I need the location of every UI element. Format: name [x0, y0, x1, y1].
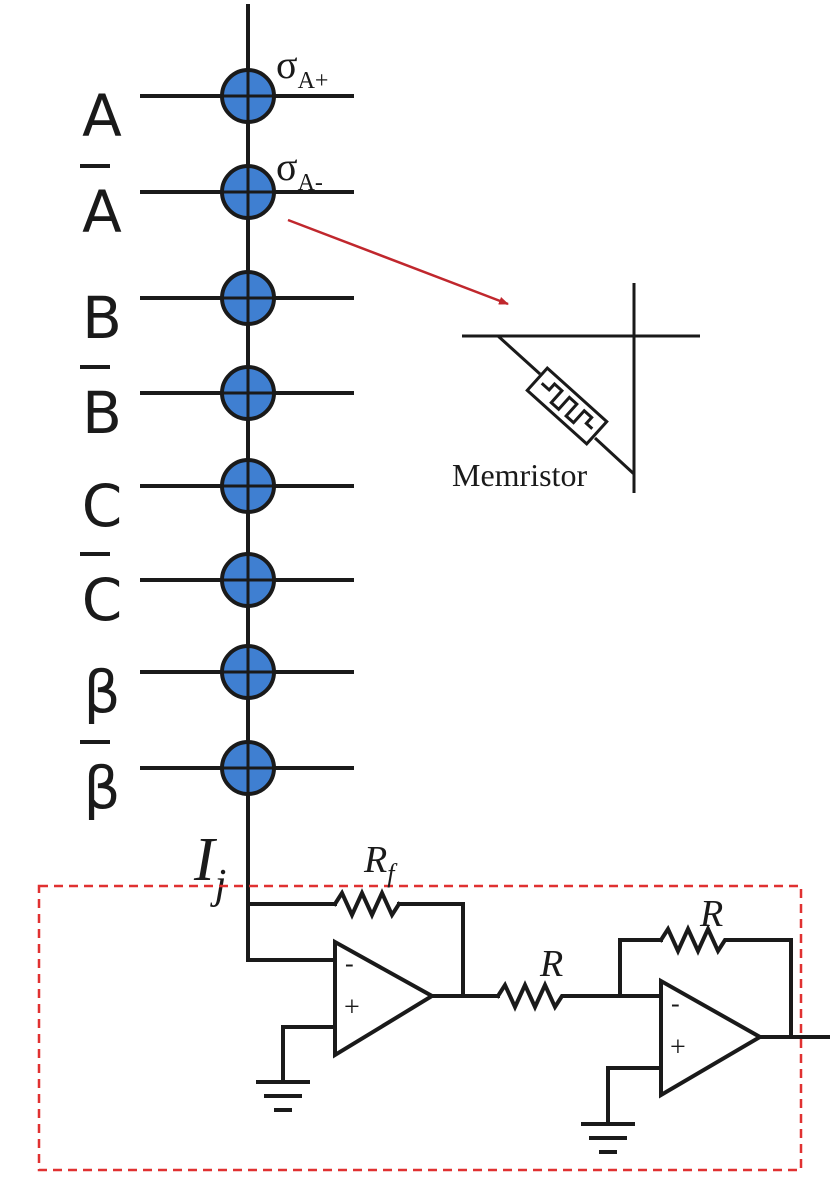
- feedback-resistor-2-icon: [658, 924, 734, 956]
- inverting-stage: R - +: [581, 893, 830, 1154]
- input-label: B: [82, 284, 122, 352]
- opamp-1-noninverting-sign: +: [344, 992, 360, 1023]
- input-label: β: [83, 658, 120, 726]
- feedback-resistor-icon: [332, 888, 402, 920]
- opamp-1-inverting-sign: -: [345, 949, 354, 978]
- input-label: B: [82, 379, 122, 447]
- input-label: C: [82, 472, 123, 540]
- input-label: β: [83, 754, 120, 822]
- transimpedance-stage: - + Rf: [246, 839, 465, 1112]
- detail-arrow: [287, 218, 509, 306]
- readout-circuit-box: [37, 884, 803, 1172]
- opamp-2-icon: [659, 977, 765, 1099]
- input-resistor-label: R: [539, 943, 563, 985]
- column-current-label: Ij: [193, 826, 226, 908]
- opamp-2-inverting-sign: -: [671, 989, 680, 1018]
- memristor-lead-bottom: [593, 436, 636, 476]
- opamp-1-icon: [333, 938, 436, 1059]
- memristor-icon: [525, 365, 609, 447]
- memristor-label: Memristor: [452, 457, 587, 493]
- link-resistor: R: [430, 943, 663, 1012]
- input-label: A: [82, 82, 122, 150]
- memristor-detail: Memristor: [452, 283, 700, 493]
- conductance-label-a-minus: σA-: [276, 144, 323, 196]
- ground-1-icon: [256, 1080, 310, 1112]
- opamp-2-noninverting-sign: +: [670, 1032, 686, 1063]
- ground-2-icon: [581, 1122, 635, 1154]
- memristor-lead-top: [496, 334, 542, 376]
- feedback-resistor-label: Rf: [363, 839, 398, 888]
- conductance-label-a-plus: σA+: [276, 42, 328, 94]
- input-resistor-icon: [495, 980, 572, 1012]
- input-label: C: [82, 566, 123, 634]
- feedback-resistor-2-label: R: [699, 893, 723, 935]
- input-label: A: [82, 178, 122, 246]
